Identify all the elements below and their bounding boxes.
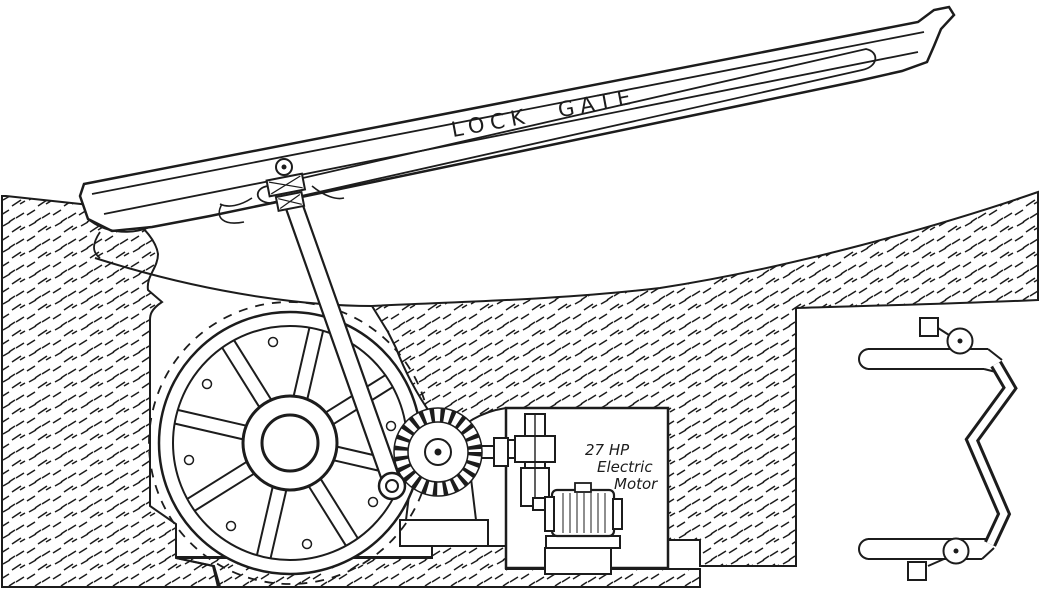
lock-gate: LOCK GATE xyxy=(78,5,956,259)
motor-terminal-box xyxy=(574,482,592,493)
motor-foundation-block xyxy=(544,547,612,575)
bottom-roller-beam xyxy=(858,538,995,560)
gate-hinge-pin-center xyxy=(281,164,287,170)
motor-end-bell-left xyxy=(544,496,555,532)
bottom-anchor-link xyxy=(927,558,945,567)
bottom-anchor-block xyxy=(907,561,927,581)
motor-cooling-ribs xyxy=(562,493,606,533)
gate-heel-curves xyxy=(87,218,151,259)
bottom-pulley-axle xyxy=(953,548,959,554)
wheel-spoke xyxy=(221,339,273,409)
motor-base xyxy=(545,535,621,549)
wheel-spoke xyxy=(174,408,247,441)
earth-left-bank xyxy=(1,195,222,588)
pinion-gear xyxy=(393,407,483,497)
gate-mid-chord xyxy=(103,51,919,215)
strut-clevis xyxy=(265,172,307,213)
crank-pin-bore xyxy=(385,479,399,493)
zigzag-strut-core xyxy=(967,362,1015,546)
top-pulley-axle xyxy=(957,338,963,344)
top-anchor-link xyxy=(937,327,950,336)
gate-top-chord xyxy=(91,31,925,195)
motor-word-motor: Motor xyxy=(614,475,658,493)
top-roller-beam xyxy=(858,348,1003,373)
pinion-teeth-ring xyxy=(394,408,482,496)
main-gear-wheel xyxy=(148,301,432,585)
roller-anchor-detail xyxy=(858,317,1018,581)
bracket-flare-curves xyxy=(218,185,345,224)
wheel-spoke xyxy=(255,486,288,559)
wheel-spoke xyxy=(292,327,325,400)
wheel-spokes xyxy=(174,327,406,559)
wheel-spoke xyxy=(307,477,359,547)
gate-bottom-panel xyxy=(256,48,877,204)
motor-chamber: 27 HP Electric Motor xyxy=(503,406,670,575)
motor-power-text: 27 HP xyxy=(585,441,630,459)
wheel-spoke xyxy=(186,460,256,512)
electric-motor xyxy=(544,482,623,549)
motor-word-electric: Electric xyxy=(597,458,653,476)
pit-top-curve xyxy=(94,257,373,307)
top-anchor-block xyxy=(919,317,939,337)
motor-label: 27 HP Electric Motor xyxy=(585,441,658,493)
pinion-axle-dot xyxy=(434,448,442,456)
motor-end-bell-right xyxy=(612,498,623,530)
wheel-hub-bore xyxy=(260,413,320,473)
